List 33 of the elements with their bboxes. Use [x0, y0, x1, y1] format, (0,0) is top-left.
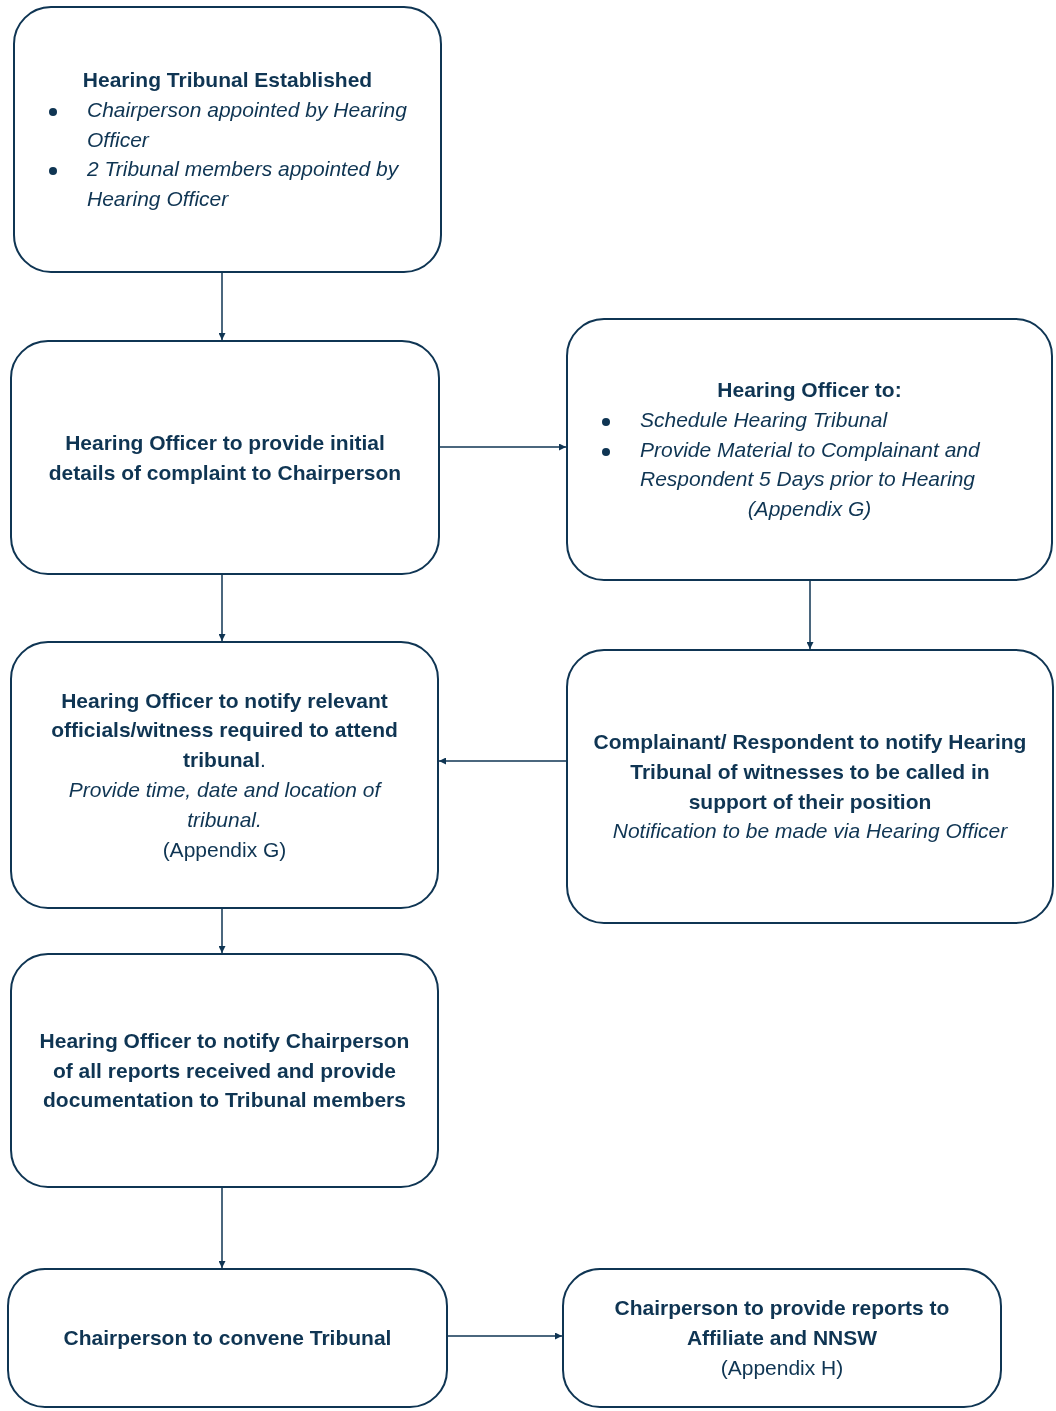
- box-note: Provide time, date and location of tribunal.: [67, 777, 383, 833]
- box-heading: Complainant/ Respondent to notify Hearing Tribunal of witnesses to be called in support of their position: [592, 728, 1028, 815]
- arrow: [218, 908, 226, 954]
- bullet-item: 2 Tribunal members appointed by Hearing Officer: [39, 154, 416, 215]
- process-box: [10, 953, 439, 1188]
- box-heading: Hearing Officer to notify Chairperson of all reports received and provide documentation to Tribunal members: [38, 1027, 411, 1114]
- process-box: [566, 649, 1054, 924]
- box-heading: Chairperson to convene Tribunal: [62, 1325, 393, 1352]
- arrow: [447, 1332, 563, 1340]
- arrow: [218, 574, 226, 642]
- box-heading: Chairperson to provide reports to Affiliate and NNSW: [613, 1295, 951, 1352]
- box-heading: Hearing Officer to provide initial details of complaint to Chairperson: [47, 429, 403, 486]
- arrow: [218, 1187, 226, 1269]
- box-note: (Appendix G): [746, 496, 873, 523]
- box-note: Notification to be made via Hearing Officer: [611, 818, 1009, 845]
- box-heading: Hearing Officer to:: [716, 376, 903, 403]
- arrow: [806, 580, 814, 650]
- arrow: [218, 272, 226, 341]
- bullet-item: Provide Material to Complainant and Respondent 5 Days prior to Hearing: [592, 434, 1027, 495]
- box-note: (Appendix G): [161, 836, 288, 863]
- arrow: [438, 757, 567, 765]
- process-box: [7, 1268, 448, 1408]
- arrow: [439, 443, 567, 451]
- process-box: [10, 641, 439, 909]
- bullet-item: Schedule Hearing Tribunal: [592, 404, 1027, 435]
- box-note: (Appendix H): [719, 1354, 845, 1381]
- process-box: [566, 318, 1053, 581]
- bullet-item: Chairperson appointed by Hearing Officer: [39, 94, 416, 155]
- process-box: [13, 6, 442, 273]
- process-box: [562, 1268, 1002, 1408]
- box-note: Hearing Officer to notify relevant officials/witness required to attend tribunal.: [50, 687, 399, 774]
- process-box: [10, 340, 440, 575]
- box-heading: Hearing Tribunal Established: [81, 66, 374, 93]
